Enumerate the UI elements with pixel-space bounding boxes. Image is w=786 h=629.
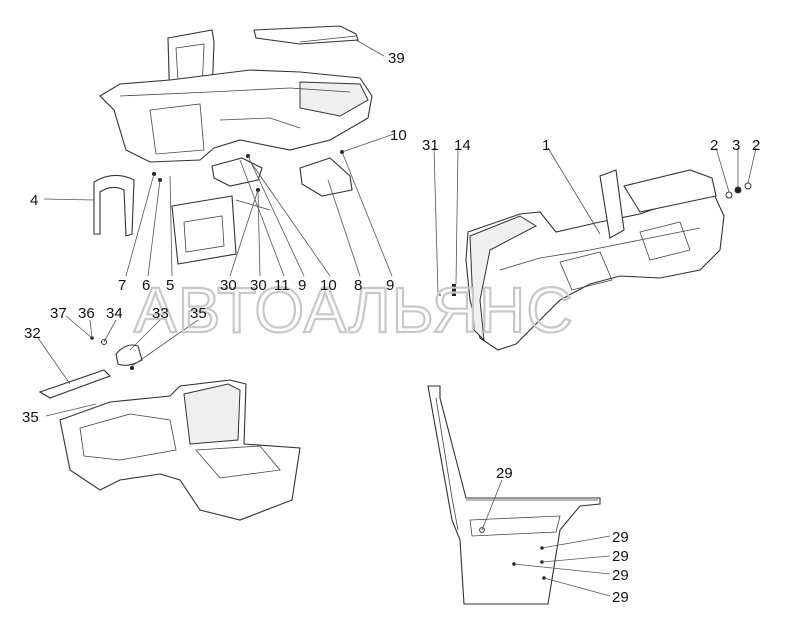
main-frame-front-wall bbox=[469, 215, 538, 342]
detail-panel bbox=[427, 385, 601, 605]
upper-frame-pocket bbox=[149, 103, 205, 155]
callout-34: 34 bbox=[106, 305, 123, 322]
callout-30: 30 bbox=[220, 277, 237, 294]
lower-floor-bulkhead bbox=[183, 383, 241, 445]
nut-3 bbox=[734, 186, 742, 194]
side-bracket bbox=[38, 369, 111, 399]
lower-floor-well bbox=[79, 413, 177, 461]
lower-floor-pan bbox=[195, 445, 281, 479]
callout-11: 11 bbox=[274, 277, 290, 294]
callout-3: 3 bbox=[732, 137, 740, 154]
mounting-plate bbox=[171, 195, 237, 265]
callout-33: 33 bbox=[152, 305, 169, 322]
callout-39: 39 bbox=[388, 50, 405, 67]
lower-floor-frame bbox=[59, 379, 301, 521]
callout-31: 31 bbox=[422, 137, 439, 154]
upper-frame-edge bbox=[119, 87, 351, 97]
callout-29: 29 bbox=[612, 589, 629, 606]
washer-2a bbox=[725, 191, 733, 199]
upper-frame-side bbox=[299, 81, 369, 117]
detail-view-29 bbox=[427, 385, 601, 605]
washer-2b bbox=[744, 182, 752, 190]
callout-8: 8 bbox=[354, 277, 362, 294]
arch-panel bbox=[93, 174, 135, 237]
main-frame-pocket bbox=[559, 251, 613, 291]
bolt-14 bbox=[452, 284, 456, 296]
callout-10: 10 bbox=[390, 127, 407, 144]
main-frame-edge bbox=[499, 227, 701, 271]
plate-window bbox=[183, 215, 225, 253]
callout-2: 2 bbox=[710, 137, 718, 154]
callout-29: 29 bbox=[612, 529, 629, 546]
callout-37: 37 bbox=[50, 305, 67, 322]
main-frame-rear-panel bbox=[623, 169, 717, 213]
top-rail bbox=[253, 25, 359, 45]
bracket-block bbox=[211, 157, 263, 187]
callout-30: 30 bbox=[250, 277, 267, 294]
bolt-35 bbox=[130, 366, 134, 370]
callout-1: 1 bbox=[542, 137, 550, 154]
callout-10: 10 bbox=[320, 277, 337, 294]
callout-14: 14 bbox=[454, 137, 471, 154]
detail-panel-edge bbox=[435, 397, 459, 531]
callout-5: 5 bbox=[166, 277, 174, 294]
watermark: АВТОАЛЬЯНС bbox=[134, 274, 574, 346]
pedal-bracket bbox=[115, 344, 143, 366]
main-frame-pocket-2 bbox=[639, 221, 691, 261]
leader-lines bbox=[37, 39, 757, 597]
callout-29: 29 bbox=[612, 567, 629, 584]
callout-7: 7 bbox=[118, 277, 126, 294]
callout-4: 4 bbox=[30, 192, 38, 209]
cover-box bbox=[299, 157, 353, 197]
lower-floor-edge bbox=[59, 419, 101, 491]
upper-frame-rib bbox=[219, 117, 301, 129]
main-frame-post bbox=[599, 169, 625, 239]
upper-frame-assembly bbox=[93, 25, 373, 265]
callout-2: 2 bbox=[752, 137, 760, 154]
callout-9: 9 bbox=[386, 277, 394, 294]
callout-29: 29 bbox=[612, 548, 629, 565]
callout-35: 35 bbox=[22, 409, 39, 426]
callout-9: 9 bbox=[298, 277, 306, 294]
lower-floor-assembly bbox=[38, 336, 301, 521]
detail-recess bbox=[469, 515, 561, 537]
callout-29: 29 bbox=[496, 465, 513, 482]
main-floor-frame bbox=[465, 189, 725, 351]
top-rail-bar bbox=[299, 35, 357, 43]
callout-36: 36 bbox=[78, 305, 95, 322]
callout-32: 32 bbox=[24, 325, 41, 342]
main-frame-assembly bbox=[439, 169, 752, 351]
callout-35: 35 bbox=[190, 305, 207, 322]
callout-labels: 39 4 10 31 14 1 2 3 2 7 6 5 30 30 11 9 1… bbox=[22, 50, 760, 606]
callout-6: 6 bbox=[142, 277, 150, 294]
